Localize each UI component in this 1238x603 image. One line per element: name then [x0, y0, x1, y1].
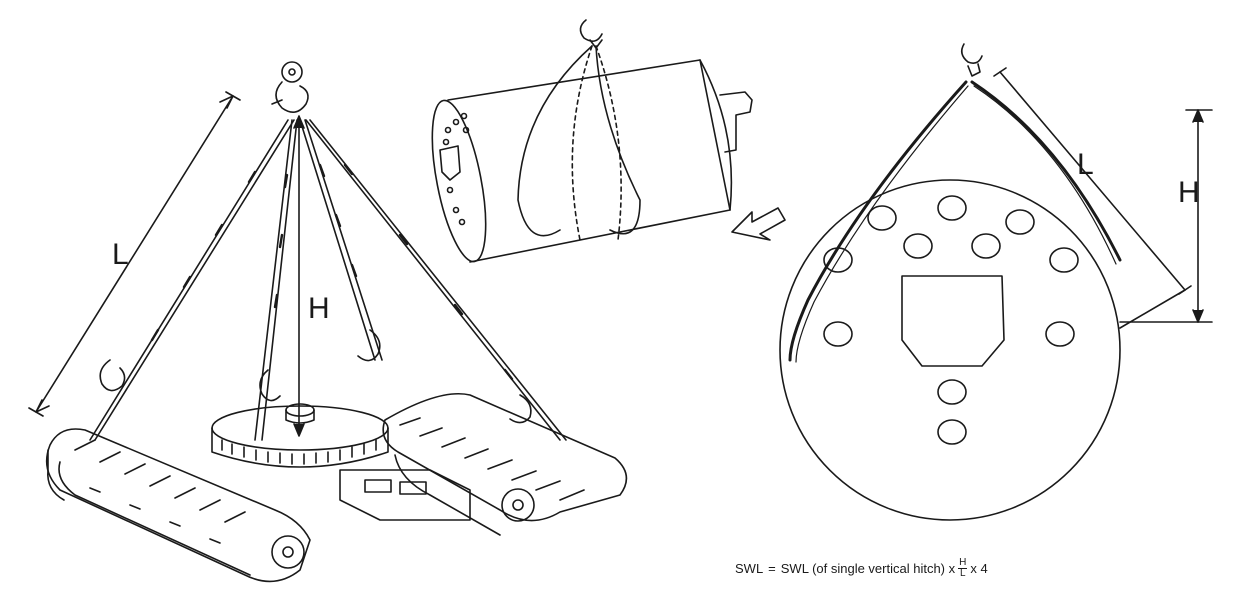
crane-hook-icon: [960, 43, 983, 77]
cylinder-end-holes: [439, 112, 470, 226]
right-height-label: H: [1178, 176, 1200, 209]
direction-arrow-icon: [731, 207, 786, 241]
formula-equals: =: [768, 561, 776, 576]
length-dimension-left: [28, 91, 241, 417]
cylinder-lift-illustration: [431, 19, 753, 263]
right-length-label: L: [1077, 148, 1094, 181]
formula-fraction: H L: [958, 557, 968, 579]
height-dimension-left: [293, 115, 305, 437]
chassis: [339, 469, 471, 521]
four-leg-sling: [89, 119, 567, 441]
right-crawler-track: [382, 392, 628, 536]
formula-rhs-start: SWL (of single vertical hitch) x: [780, 561, 956, 576]
crawler-lift-illustration: [28, 61, 628, 583]
left-crawler-track: [45, 428, 311, 583]
choker-slings: [517, 45, 641, 241]
formula-lhs: SWL: [735, 561, 764, 576]
central-cutout: [901, 275, 1005, 367]
formula-rhs-end: x 4: [970, 561, 988, 576]
swl-formula: SWL = SWL (of single vertical hitch) x H…: [735, 558, 988, 579]
formula-fraction-numerator: H: [958, 557, 968, 569]
formula-fraction-denominator: L: [959, 568, 966, 579]
crane-hook-icon: [271, 61, 309, 113]
left-height-label: H: [308, 292, 330, 325]
left-length-label: L: [112, 238, 129, 271]
cross-section-holes: [823, 195, 1079, 445]
height-dimension-right: [1119, 109, 1213, 323]
cross-section-illustration: [779, 43, 1213, 521]
slew-ring: [211, 403, 389, 468]
crane-hook-icon: [579, 19, 603, 49]
length-dimension-right: [993, 67, 1192, 329]
